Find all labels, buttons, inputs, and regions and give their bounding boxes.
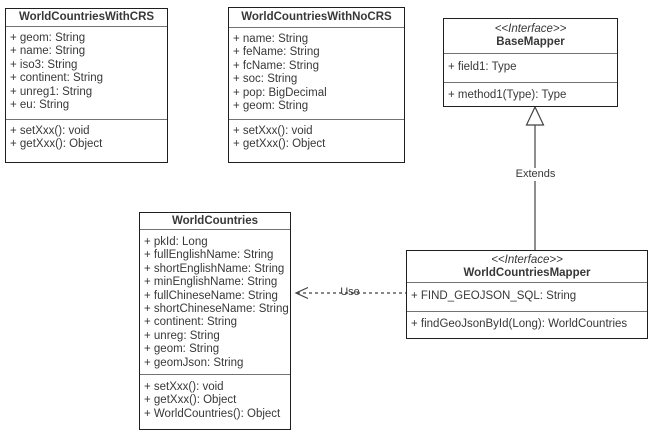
methods-section: + setXxx(): void + getXxx(): Object + Wo… bbox=[140, 374, 290, 431]
attribute-line: + field1: Type bbox=[448, 61, 517, 73]
attribute-line: + minEnglishName: String bbox=[144, 276, 278, 289]
class-world-countries-with-no-crs[interactable]: WorldCountriesWithNoCRS + name: String +… bbox=[228, 7, 405, 163]
attribute-line: + name: String bbox=[10, 45, 86, 58]
class-world-countries[interactable]: WorldCountries + pkId: Long + fullEnglis… bbox=[139, 212, 291, 430]
class-title: WorldCountriesMapper bbox=[463, 267, 591, 280]
attribute-line: + iso3: String bbox=[10, 58, 78, 71]
attribute-line: + eu: String bbox=[10, 99, 70, 112]
method-line: + WorldCountries(): Object bbox=[144, 407, 281, 420]
methods-section: + method1(Type): Type bbox=[444, 82, 617, 108]
edge-label-extends: Extends bbox=[508, 168, 563, 181]
method-line: + getXxx(): Object bbox=[10, 138, 103, 151]
attribute-line: + shortChineseName: String bbox=[144, 303, 289, 316]
attribute-line: + geom: String bbox=[144, 343, 220, 356]
attributes-section: + pkId: Long + fullEnglishName: String +… bbox=[140, 229, 290, 374]
class-world-countries-with-crs[interactable]: WorldCountriesWithCRS + geom: String + n… bbox=[5, 8, 168, 163]
dependency-open-arrowhead-icon bbox=[294, 286, 309, 300]
method-line: + setXxx(): void bbox=[233, 125, 313, 137]
generalization-triangle-arrowhead-icon bbox=[525, 105, 545, 126]
class-title: WorldCountriesWithNoCRS bbox=[241, 11, 392, 23]
edge-label-use: Use bbox=[340, 286, 360, 298]
method-line: + setXxx(): void bbox=[144, 381, 224, 393]
attributes-section: + FIND_GEOJSON_SQL: String bbox=[407, 282, 647, 311]
attribute-line: + geomJson: String bbox=[144, 356, 244, 369]
attribute-line: + geom: String bbox=[10, 32, 86, 44]
attribute-line: + unreg: String bbox=[144, 329, 220, 342]
methods-section: + findGeoJsonById(Long): WorldCountries bbox=[407, 311, 647, 339]
methods-section: + setXxx(): void + getXxx(): Object bbox=[6, 119, 167, 164]
attribute-line: + shortEnglishName: String bbox=[144, 262, 285, 275]
attributes-section: + geom: String + name: String + iso3: St… bbox=[6, 26, 167, 119]
class-base-mapper[interactable]: <<Interface>> BaseMapper + field1: Type … bbox=[443, 18, 618, 107]
method-line: + getXxx(): Object bbox=[144, 394, 237, 407]
attribute-line: + fullChineseName: String bbox=[144, 289, 278, 302]
attribute-line: + unreg1: String bbox=[10, 85, 93, 98]
class-title: WorldCountriesWithCRS bbox=[18, 11, 155, 23]
methods-section: + setXxx(): void + getXxx(): Object bbox=[229, 119, 404, 164]
attribute-line: + FIND_GEOJSON_SQL: String bbox=[411, 290, 577, 302]
attribute-line: + continent: String bbox=[10, 72, 104, 85]
attribute-line: + continent: String bbox=[144, 316, 238, 329]
method-line: + method1(Type): Type bbox=[448, 89, 567, 101]
attribute-line: + name: String bbox=[233, 33, 309, 45]
class-title: BaseMapper bbox=[496, 36, 565, 49]
interface-stereotype: <<Interface>> bbox=[491, 254, 563, 266]
class-world-countries-mapper[interactable]: <<Interface>> WorldCountriesMapper + FIN… bbox=[406, 250, 648, 339]
method-line: + setXxx(): void bbox=[10, 125, 90, 137]
attributes-section: + field1: Type bbox=[444, 53, 617, 82]
method-line: + findGeoJsonById(Long): WorldCountries bbox=[411, 318, 628, 330]
class-title-block: <<Interface>> BaseMapper bbox=[444, 19, 617, 53]
method-line: + getXxx(): Object bbox=[233, 138, 326, 151]
interface-stereotype: <<Interface>> bbox=[494, 23, 567, 35]
attribute-line: + fcName: String bbox=[233, 59, 319, 72]
attributes-section: + name: String + feName: String + fcName… bbox=[229, 27, 404, 119]
attribute-line: + fullEnglishName: String bbox=[144, 249, 274, 262]
class-title: WorldCountries bbox=[171, 215, 259, 227]
class-title-block: <<Interface>> WorldCountriesMapper bbox=[407, 251, 647, 282]
attribute-line: + pkId: Long bbox=[144, 236, 208, 248]
attribute-line: + pop: BigDecimal bbox=[233, 86, 327, 99]
attribute-line: + feName: String bbox=[233, 46, 320, 59]
attribute-line: + geom: String bbox=[233, 100, 309, 113]
attribute-line: + soc: String bbox=[233, 73, 298, 86]
